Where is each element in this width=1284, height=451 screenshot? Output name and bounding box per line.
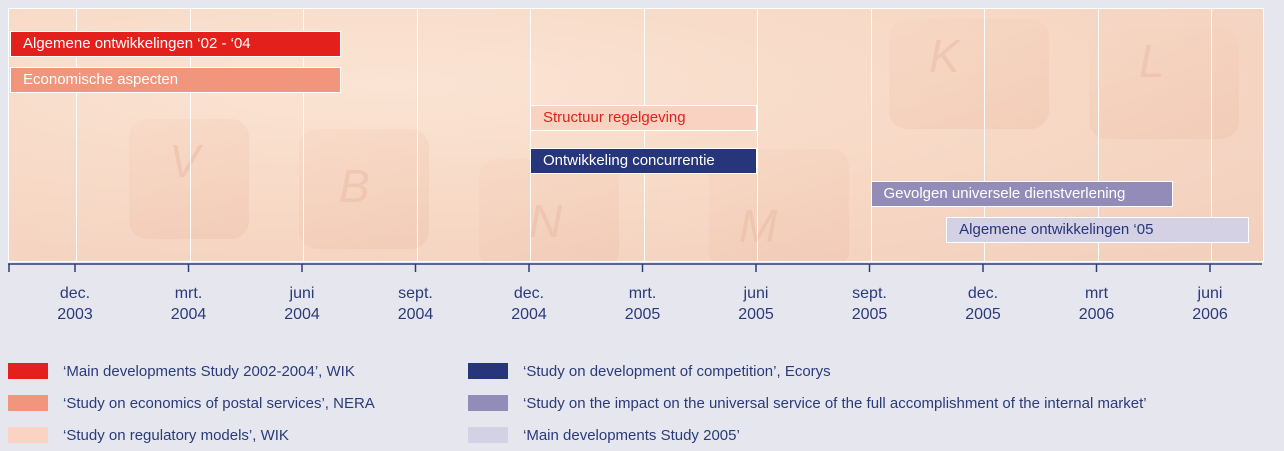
background-key-shape [889,19,1049,129]
x-tick-label: mrt. 2005 [588,283,698,325]
x-tick-label: dec. 2003 [20,283,130,325]
gantt-bar: Structuur regelgeving [530,105,757,131]
background-letter-k: K [929,30,960,82]
background-letter-n: N [529,195,563,247]
grid-line [757,9,758,261]
legend-swatch [8,363,48,379]
background-key-shape [299,129,429,249]
x-tick-label-year: 2006 [1192,306,1228,323]
x-tick-label-month: mrt [1084,285,1109,302]
grid-line [643,9,645,261]
legend-label: ‘Study on development of competition’, E… [523,363,831,380]
x-tick-label-year: 2006 [1078,306,1115,323]
gantt-bar: Economische aspecten [10,67,341,93]
x-tick-label-month: dec. [967,285,999,302]
background-letter-b: B [339,160,370,212]
grid-line [870,9,872,261]
x-tick-label-month: sept. [852,285,887,302]
x-tick-label: mrt 2006 [1042,283,1152,325]
x-tick-label-month: mrt. [174,285,203,302]
x-tick-label: juni 2005 [701,283,811,325]
background-key-shape [129,119,249,239]
background-key-shape [1089,29,1239,139]
x-tick-label: dec. 2005 [928,283,1038,325]
gantt-bar: Ontwikkeling concurrentie [530,148,757,174]
x-tick-label-year: 2005 [624,306,661,323]
chart-plot-area: V B N M K L Algemene ontwikkelingen ‘02 … [8,8,1264,262]
x-tick-label-month: juni [289,285,315,302]
grid-line [984,9,985,261]
grid-line [189,9,191,261]
x-tick-label-month: dec. [59,285,91,302]
x-tick-label: mrt. 2004 [134,283,244,325]
x-tick-label-month: juni [743,285,769,302]
x-tick-label-year: 2004 [511,306,547,323]
x-tick-label-year: 2003 [57,306,93,323]
x-tick-label-year: 2005 [738,306,774,323]
legend-label: ‘Study on economics of postal services’,… [63,395,375,412]
legend-swatch [468,363,508,379]
x-tick-label-year: 2004 [170,306,207,323]
x-tick-label-month: mrt. [628,285,657,302]
background-letter-l: L [1139,35,1165,87]
x-tick-label-year: 2004 [284,306,320,323]
x-tick-label: sept. 2004 [361,283,471,325]
x-tick-label: juni 2004 [247,283,357,325]
gantt-bar: Gevolgen universele dienstverlening [870,181,1174,207]
legend-label: ‘Main developments Study 2002-2004’, WIK [63,363,355,380]
grid-line [530,9,531,261]
x-tick-label-month: juni [1197,285,1223,302]
x-tick-label: sept. 2005 [815,283,925,325]
legend-label: ‘Study on the impact on the universal se… [523,395,1147,412]
legend-swatch [468,427,508,443]
x-tick-label: dec. 2004 [474,283,584,325]
background-key-shape [479,159,619,261]
legend-label: ‘Main developments Study 2005’ [523,427,740,444]
grid-line [1097,9,1099,261]
x-tick-label-year: 2005 [851,306,888,323]
x-tick-label-year: 2005 [965,306,1001,323]
grid-line [303,9,304,261]
background-letter-m: M [739,200,778,252]
grid-line [416,9,418,261]
grid-line [76,9,77,261]
legend-label: ‘Study on regulatory models’, WIK [63,427,289,444]
legend-swatch [468,395,508,411]
x-tick-label-month: sept. [398,285,433,302]
x-tick-label-month: dec. [513,285,545,302]
x-tick-label: juni 2006 [1155,283,1265,325]
legend-swatch [8,427,48,443]
x-tick-label-year: 2004 [397,306,434,323]
legend-swatch [8,395,48,411]
gantt-bar: Algemene ontwikkelingen ‘02 - ‘04 [10,31,341,57]
grid-line [1211,9,1212,261]
gantt-bar: Algemene ontwikkelingen ‘05 [946,217,1249,243]
background-letter-v: V [169,135,200,187]
